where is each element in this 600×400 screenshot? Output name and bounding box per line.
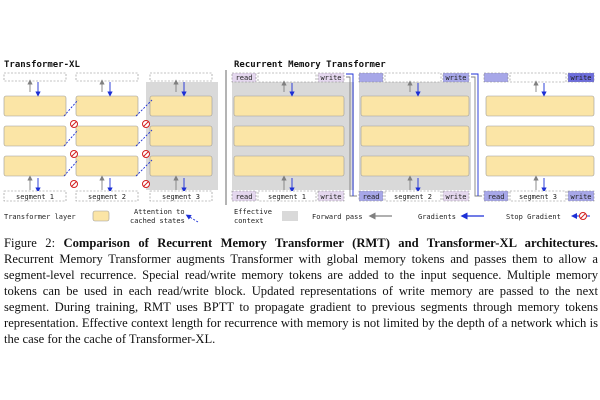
segment-box bbox=[384, 190, 442, 202]
txl-segment-box bbox=[3, 190, 67, 202]
stop-gradient-icon bbox=[142, 120, 150, 128]
legend-effective-swatch bbox=[282, 211, 298, 221]
read-token bbox=[483, 72, 509, 83]
txl-layer bbox=[149, 95, 213, 117]
txl-layer bbox=[75, 125, 139, 147]
legend-attention-label: cached states bbox=[130, 217, 185, 225]
txl-stop-gradients bbox=[70, 120, 150, 188]
rmt-top-tokens: read write write write bbox=[231, 72, 595, 83]
legend-effective-label: context bbox=[234, 217, 264, 225]
rmt-layer bbox=[233, 125, 345, 147]
txl-layers bbox=[3, 95, 213, 177]
rmt-segment-label: segment 2 bbox=[394, 193, 432, 201]
read-token bbox=[231, 190, 257, 202]
rmt-layer bbox=[360, 125, 470, 147]
top-output-box bbox=[509, 72, 567, 83]
rmt-bottom-tokens: read segment 1 write read segment 2 writ… bbox=[231, 190, 595, 202]
legend-stop-label: Stop Gradient bbox=[506, 213, 561, 221]
read-label: read bbox=[488, 193, 505, 201]
rmt-vertical-arrows bbox=[281, 80, 547, 193]
txl-vertical-arrows bbox=[27, 79, 187, 193]
legend-gradients-label: Gradients bbox=[418, 213, 456, 221]
legend: Transformer layer Attention to cached st… bbox=[4, 208, 590, 225]
write-token bbox=[442, 190, 470, 202]
rmt-layer bbox=[485, 155, 595, 177]
legend-attention-label: Attention to bbox=[134, 208, 185, 216]
stop-gradient-icon bbox=[70, 120, 78, 128]
txl-panel: segment 1 segment 2 segment 3 bbox=[3, 72, 218, 202]
legend-forward-label: Forward pass bbox=[312, 213, 363, 221]
txl-layer bbox=[3, 95, 67, 117]
read-label: read bbox=[363, 193, 380, 201]
write-token bbox=[567, 72, 595, 83]
write-label: write bbox=[445, 74, 466, 82]
rmt-layer bbox=[485, 95, 595, 117]
txl-layer bbox=[3, 125, 67, 147]
write-token bbox=[317, 190, 345, 202]
txl-layer bbox=[75, 155, 139, 177]
stop-gradient-icon bbox=[70, 150, 78, 158]
write-label: write bbox=[570, 193, 591, 201]
txl-cached-attention bbox=[63, 99, 153, 177]
txl-segment-label: segment 3 bbox=[162, 193, 200, 201]
txl-segment-label: segment 1 bbox=[16, 193, 54, 201]
stop-gradient-icon bbox=[142, 180, 150, 188]
write-token bbox=[442, 72, 470, 83]
write-label: write bbox=[320, 193, 341, 201]
read-label: read bbox=[236, 193, 253, 201]
write-label: write bbox=[570, 74, 591, 82]
caption-body: Recurrent Memory Transformer augments Tr… bbox=[4, 252, 598, 346]
rmt-segment-label: segment 3 bbox=[519, 193, 557, 201]
rmt-layer bbox=[360, 95, 470, 117]
rmt-memory-connectors bbox=[346, 73, 482, 197]
rmt-segment-label: segment 1 bbox=[268, 193, 306, 201]
legend-layer-label: Transformer layer bbox=[4, 213, 76, 221]
txl-segment-label: segment 2 bbox=[88, 193, 126, 201]
write-token bbox=[317, 72, 345, 83]
caption-label: Figure 2: bbox=[4, 236, 56, 250]
top-output-box bbox=[257, 72, 317, 83]
rmt-layer bbox=[233, 155, 345, 177]
write-label: write bbox=[445, 193, 466, 201]
txl-title: Transformer-XL bbox=[4, 60, 80, 70]
read-label: read bbox=[236, 74, 253, 82]
stop-gradient-icon bbox=[571, 212, 590, 220]
txl-segment-box bbox=[149, 190, 213, 202]
rmt-panel: read write write write bbox=[231, 72, 595, 202]
write-token bbox=[567, 190, 595, 202]
stop-gradient-icon bbox=[70, 180, 78, 188]
segment-box bbox=[257, 190, 317, 202]
figure-caption: Figure 2: Comparison of Recurrent Memory… bbox=[4, 235, 598, 347]
top-output-box bbox=[384, 72, 442, 83]
rmt-layer bbox=[233, 95, 345, 117]
rmt-layer bbox=[485, 125, 595, 147]
txl-layer bbox=[149, 125, 213, 147]
read-token bbox=[358, 72, 384, 83]
write-label: write bbox=[320, 74, 341, 82]
legend-effective-label: Effective bbox=[234, 208, 272, 216]
txl-output-box bbox=[75, 72, 139, 82]
txl-layer bbox=[149, 155, 213, 177]
stop-gradient-icon bbox=[142, 150, 150, 158]
read-token bbox=[358, 190, 384, 202]
rmt-layer bbox=[360, 155, 470, 177]
legend-attention-arrow bbox=[185, 214, 199, 223]
read-token bbox=[231, 72, 257, 83]
txl-layer bbox=[75, 95, 139, 117]
segment-box bbox=[509, 190, 567, 202]
rmt-title: Recurrent Memory Transformer bbox=[234, 60, 386, 70]
txl-segment-box bbox=[75, 190, 139, 202]
caption-title: Comparison of Recurrent Memory Transform… bbox=[63, 236, 599, 250]
txl-layer bbox=[3, 155, 67, 177]
txl-output-box bbox=[149, 72, 213, 82]
rmt-layers bbox=[233, 95, 595, 177]
txl-output-box bbox=[3, 72, 67, 82]
legend-layer-swatch bbox=[92, 210, 110, 222]
read-token bbox=[483, 190, 509, 202]
